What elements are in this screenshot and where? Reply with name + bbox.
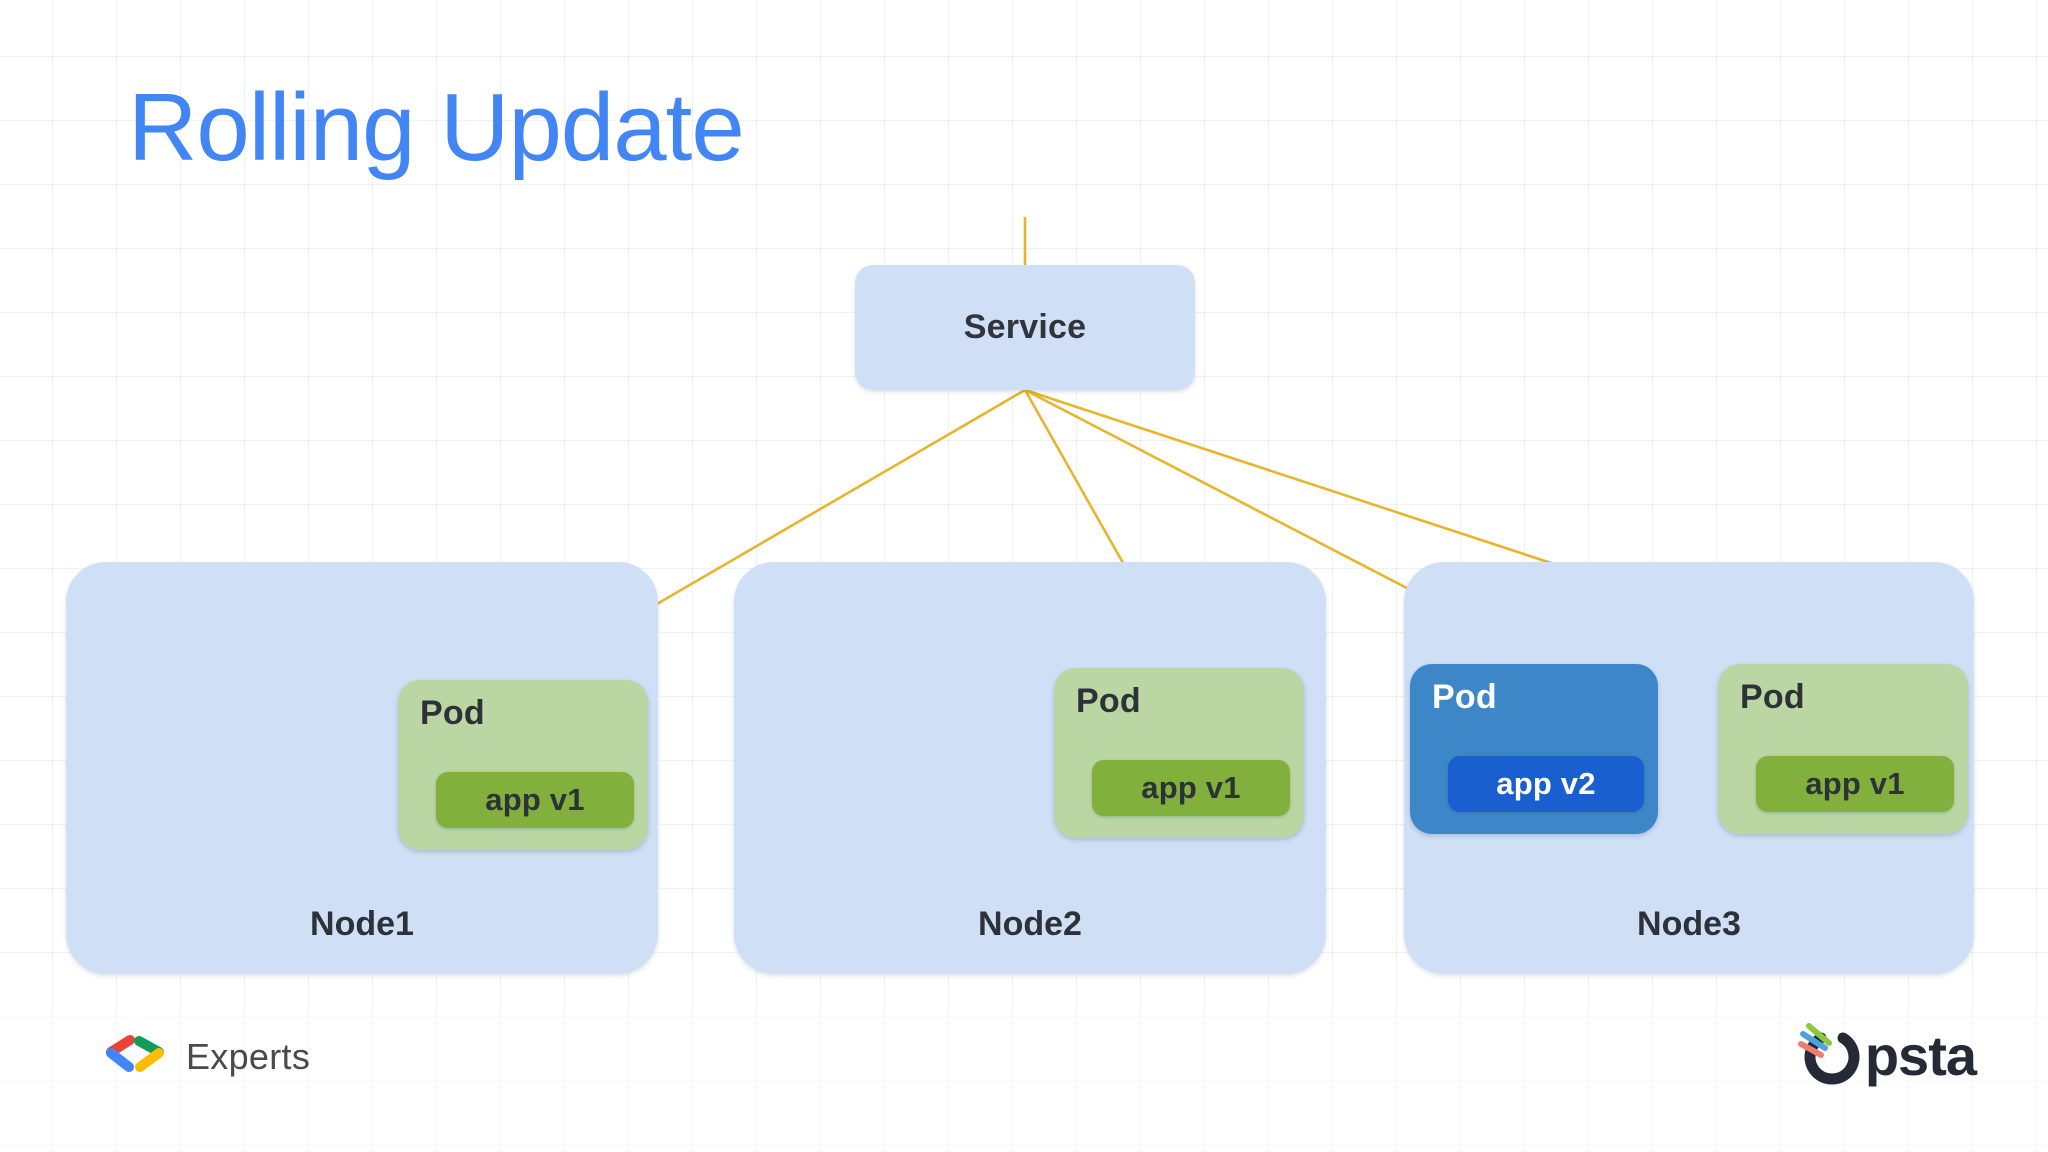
app-chip[interactable]: app v1 <box>436 772 634 828</box>
pod-label: Pod <box>1432 678 1497 716</box>
service-label: Service <box>963 308 1087 346</box>
app-label: app v2 <box>1496 766 1596 801</box>
experts-logo: Experts <box>100 1030 310 1083</box>
pod-box[interactable]: Pod app v1 <box>1718 664 1968 834</box>
pod-box[interactable]: Pod app v1 <box>1054 668 1304 838</box>
node-label: Node1 <box>310 905 414 943</box>
node-box-1[interactable]: Pod app v1 Node1 <box>66 562 658 974</box>
experts-label: Experts <box>186 1035 311 1077</box>
opsta-mark-icon <box>1795 1018 1869 1093</box>
pod-label: Pod <box>1076 682 1141 720</box>
opsta-label: psta <box>1864 1024 1977 1087</box>
node-label: Node3 <box>1637 905 1741 943</box>
google-developer-experts-logo-icon <box>100 1030 172 1083</box>
pod-box[interactable]: Pod app v2 <box>1410 664 1658 834</box>
app-chip[interactable]: app v1 <box>1092 760 1290 816</box>
page-title: Rolling Update <box>128 74 745 181</box>
app-label: app v1 <box>1805 766 1905 801</box>
node-box-3[interactable]: Pod app v2 Pod app v1 Node3 <box>1404 562 1974 974</box>
app-label: app v1 <box>485 782 585 817</box>
pod-box[interactable]: Pod app v1 <box>398 680 648 850</box>
pod-label: Pod <box>1740 678 1805 716</box>
opsta-logo: psta <box>1795 1018 1977 1093</box>
node-label: Node2 <box>978 905 1082 943</box>
node-box-2[interactable]: Pod app v1 Node2 <box>734 562 1326 974</box>
app-chip[interactable]: app v2 <box>1448 756 1644 812</box>
app-label: app v1 <box>1141 770 1241 805</box>
app-chip[interactable]: app v1 <box>1756 756 1954 812</box>
pod-label: Pod <box>420 694 485 732</box>
service-box[interactable]: Service <box>855 265 1195 390</box>
